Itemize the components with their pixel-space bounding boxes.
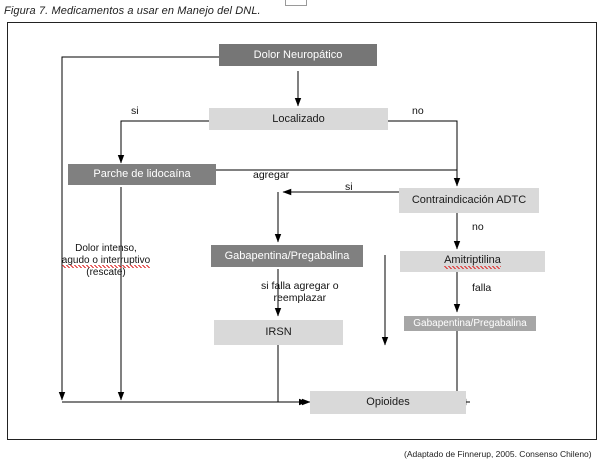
node-dolor-neuropatico[interactable]: Dolor Neuropático (219, 44, 377, 66)
note-rescate-line3: (rescate) (86, 267, 126, 278)
node-irsn-label: IRSN (265, 326, 292, 339)
figure-frame (7, 22, 597, 440)
note-rescate: Dolor intenso, agudo o interruptivo (res… (46, 243, 166, 279)
note-rescate-line1: Dolor intenso, (75, 243, 137, 254)
node-amitriptilina-label: Amitriptilina (444, 254, 501, 269)
node-parche-lidocaina-label: Parche de lidocaína (93, 168, 191, 181)
note-rescate-line2: agudo o interruptivo (61, 255, 151, 268)
figure-caption: Figura 7. Medicamentos a usar en Manejo … (4, 5, 261, 17)
node-gabapentina-pregabalina-left-label: Gabapentina/Pregabalina (224, 249, 350, 262)
node-gabapentina-pregabalina-right[interactable]: Gabapentina/Pregabalina (404, 316, 536, 331)
edge-label-falla: falla (472, 282, 492, 294)
node-gabapentina-pregabalina-right-label: Gabapentina/Pregabalina (413, 318, 527, 329)
edge-label-agregar: agregar (253, 169, 290, 181)
node-localizado[interactable]: Localizado (209, 108, 388, 130)
node-parche-lidocaina[interactable]: Parche de lidocaína (68, 164, 216, 185)
edge-label-si-falla: si falla agregar o reemplazar (261, 280, 339, 305)
edge-label-si-adtc: si (345, 181, 353, 193)
edge-label-no-adtc: no (472, 221, 484, 233)
node-dolor-neuropatico-label: Dolor Neuropático (253, 48, 343, 61)
edge-label-no-right: no (412, 105, 424, 117)
node-contraindicacion-adtc-label: Contraindicación ADTC (411, 194, 527, 207)
node-amitriptilina[interactable]: Amitriptilina (400, 251, 545, 272)
node-gabapentina-pregabalina-left[interactable]: Gabapentina/Pregabalina (211, 245, 363, 267)
node-contraindicacion-adtc[interactable]: Contraindicación ADTC (399, 188, 539, 213)
top-placeholder-box (285, 0, 307, 6)
node-opioides[interactable]: Opioides (310, 391, 466, 414)
figure-footnote: (Adaptado de Finnerup, 2005. Consenso Ch… (404, 449, 592, 459)
node-irsn[interactable]: IRSN (214, 320, 343, 345)
node-localizado-label: Localizado (272, 112, 325, 125)
edge-label-si-left: si (131, 105, 139, 117)
node-opioides-label: Opioides (366, 396, 410, 409)
